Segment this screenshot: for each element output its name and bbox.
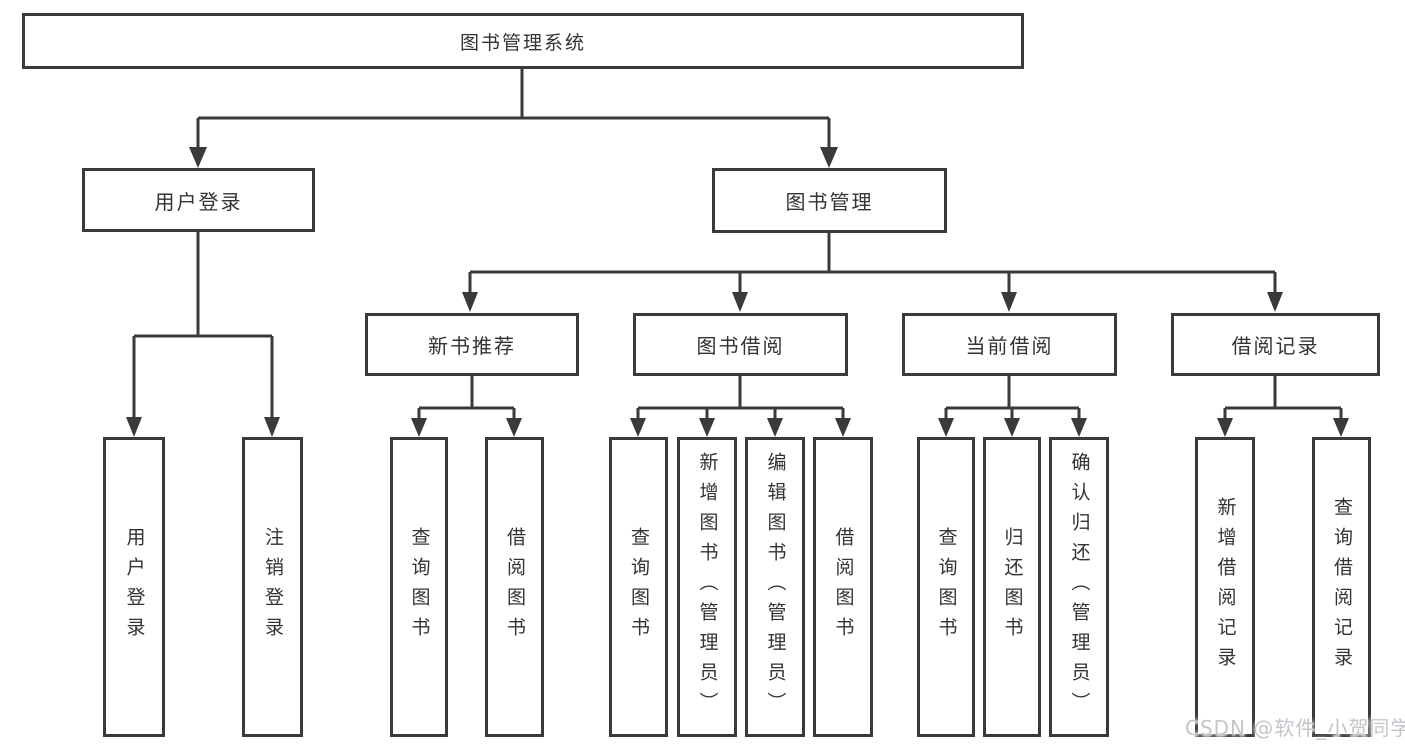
leaf-cb-return-books-label: 归还图书 [1001, 527, 1024, 647]
csdn-watermark: CSDN @软件_小贺同学 [1185, 716, 1405, 740]
leaf-bb-add-book-admin: 新增图书（管理员） [677, 437, 737, 737]
node-root-system: 图书管理系统 [22, 13, 1024, 69]
leaf-bb-edit-book-admin-label: 编辑图书（管理员） [764, 452, 787, 722]
leaf-nbr-query-books: 查询图书 [390, 437, 448, 737]
leaf-br-add-record: 新增借阅记录 [1195, 437, 1255, 737]
node-book-borrow: 图书借阅 [633, 313, 848, 376]
leaf-bb-add-book-admin-label: 新增图书（管理员） [696, 452, 719, 722]
leaf-nbr-borrow-books-label: 借阅图书 [504, 527, 526, 647]
node-current-borrow: 当前借阅 [902, 313, 1117, 376]
leaf-cb-return-books: 归还图书 [983, 437, 1041, 737]
node-borrow-records: 借阅记录 [1171, 313, 1380, 376]
leaf-br-add-record-label: 新增借阅记录 [1214, 497, 1237, 677]
leaf-cb-query-books: 查询图书 [917, 437, 975, 737]
node-book-management: 图书管理 [712, 168, 947, 233]
leaf-br-query-record: 查询借阅记录 [1312, 437, 1371, 737]
node-user-login: 用户登录 [82, 168, 315, 232]
leaf-bb-borrow-books-label: 借阅图书 [832, 527, 855, 647]
leaf-nbr-query-books-label: 查询图书 [408, 527, 431, 647]
leaf-br-query-record-label: 查询借阅记录 [1331, 497, 1353, 677]
leaf-bb-borrow-books: 借阅图书 [813, 437, 873, 737]
leaf-cb-query-books-label: 查询图书 [935, 527, 958, 647]
leaf-logout: 注销登录 [242, 437, 303, 737]
leaf-user-login-label: 用户登录 [123, 527, 146, 647]
leaf-cb-confirm-return-admin-label: 确认归还（管理员） [1068, 452, 1091, 722]
leaf-user-login: 用户登录 [103, 437, 165, 737]
node-new-book-recommend: 新书推荐 [365, 313, 579, 376]
leaf-nbr-borrow-books: 借阅图书 [485, 437, 544, 737]
leaf-cb-confirm-return-admin: 确认归还（管理员） [1049, 437, 1109, 737]
leaf-bb-edit-book-admin: 编辑图书（管理员） [745, 437, 805, 737]
leaf-bb-query-books: 查询图书 [609, 437, 668, 737]
leaf-logout-label: 注销登录 [262, 527, 284, 647]
leaf-bb-query-books-label: 查询图书 [628, 527, 650, 647]
